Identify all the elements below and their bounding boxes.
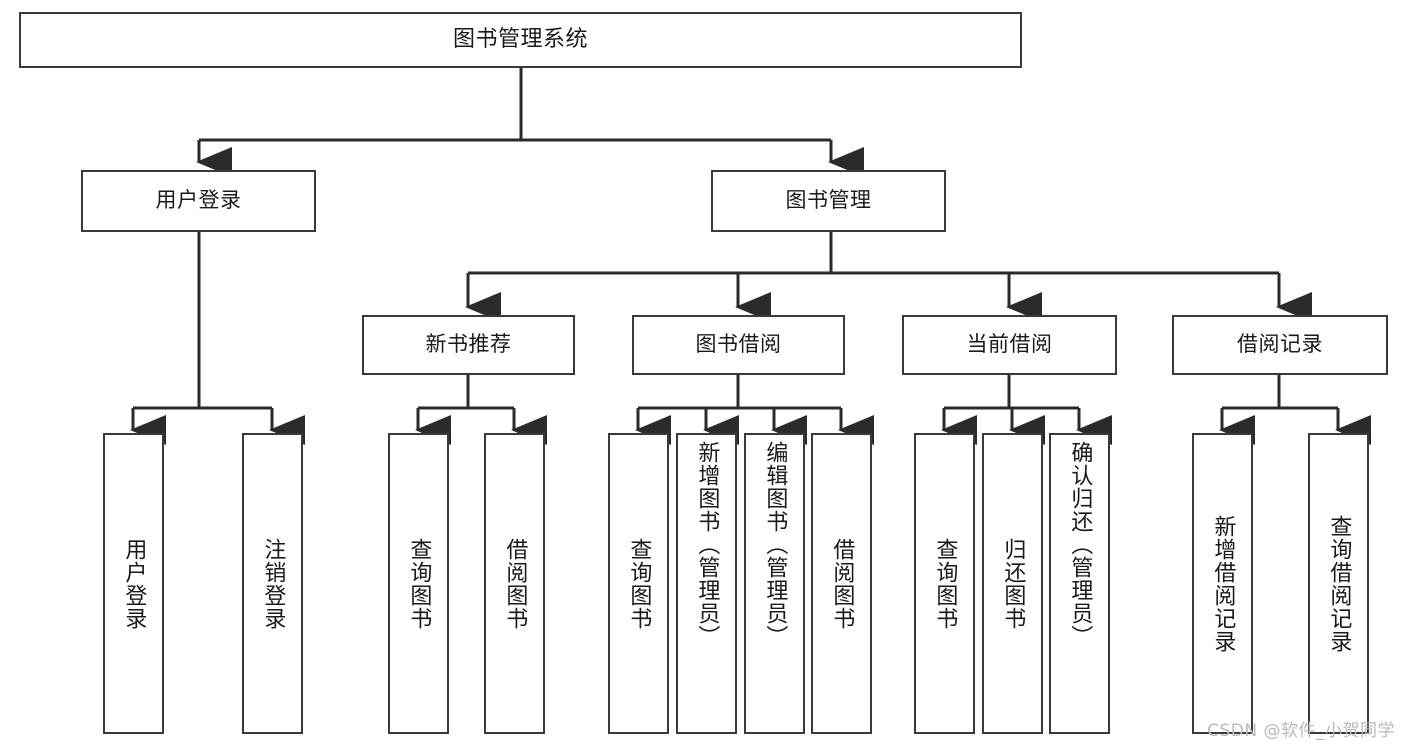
node-book-management[interactable]: 图书管理 xyxy=(711,170,946,232)
node-label: 用户登录 xyxy=(155,188,242,213)
node-label: 查询图书 xyxy=(932,537,958,630)
node-label: 新书推荐 xyxy=(425,332,512,357)
watermark: CSDN @软件_小贺同学 xyxy=(1207,721,1395,741)
node-leaf-query-book-2[interactable]: 查询图书 xyxy=(608,433,669,734)
node-label: 新增图书（管理员） xyxy=(694,441,720,648)
node-leaf-query-book-3[interactable]: 查询图书 xyxy=(914,433,975,734)
node-leaf-user-login[interactable]: 用户登录 xyxy=(103,433,164,734)
node-borrow-record[interactable]: 借阅记录 xyxy=(1172,315,1388,375)
node-new-book-recommend[interactable]: 新书推荐 xyxy=(362,315,575,375)
node-label: 查询图书 xyxy=(406,537,432,630)
node-label: 归还图书 xyxy=(1000,537,1026,630)
node-label: 编辑图书（管理员） xyxy=(762,441,788,648)
node-label: 当前借阅 xyxy=(966,332,1053,357)
node-leaf-add-record[interactable]: 新增借阅记录 xyxy=(1192,433,1253,734)
node-book-borrow[interactable]: 图书借阅 xyxy=(632,315,845,375)
node-leaf-query-record[interactable]: 查询借阅记录 xyxy=(1308,433,1369,734)
node-leaf-edit-book[interactable]: 编辑图书（管理员） xyxy=(744,433,805,734)
node-label: 新增借阅记录 xyxy=(1210,514,1236,653)
node-leaf-query-book-1[interactable]: 查询图书 xyxy=(388,433,449,734)
node-label: 注销登录 xyxy=(260,537,286,630)
node-label: 确认归还（管理员） xyxy=(1067,441,1093,648)
node-leaf-confirm-return[interactable]: 确认归还（管理员） xyxy=(1049,433,1110,734)
node-label: 图书借阅 xyxy=(695,332,782,357)
node-label: 图书管理系统 xyxy=(452,26,588,52)
node-leaf-user-logout[interactable]: 注销登录 xyxy=(242,433,303,734)
node-label: 查询借阅记录 xyxy=(1326,514,1352,653)
node-leaf-borrow-book-2[interactable]: 借阅图书 xyxy=(811,433,872,734)
node-label: 借阅图书 xyxy=(829,537,855,630)
node-current-borrow[interactable]: 当前借阅 xyxy=(902,315,1117,375)
node-label: 用户登录 xyxy=(121,537,147,630)
node-leaf-return-book[interactable]: 归还图书 xyxy=(982,433,1043,734)
node-leaf-borrow-book-1[interactable]: 借阅图书 xyxy=(484,433,545,734)
node-label: 查询图书 xyxy=(626,537,652,630)
node-label: 借阅记录 xyxy=(1237,332,1323,357)
node-user-login[interactable]: 用户登录 xyxy=(81,170,316,232)
node-label: 图书管理 xyxy=(785,188,872,213)
node-leaf-add-book[interactable]: 新增图书（管理员） xyxy=(676,433,737,734)
node-book-management-system[interactable]: 图书管理系统 xyxy=(19,12,1022,68)
node-label: 借阅图书 xyxy=(502,537,528,630)
